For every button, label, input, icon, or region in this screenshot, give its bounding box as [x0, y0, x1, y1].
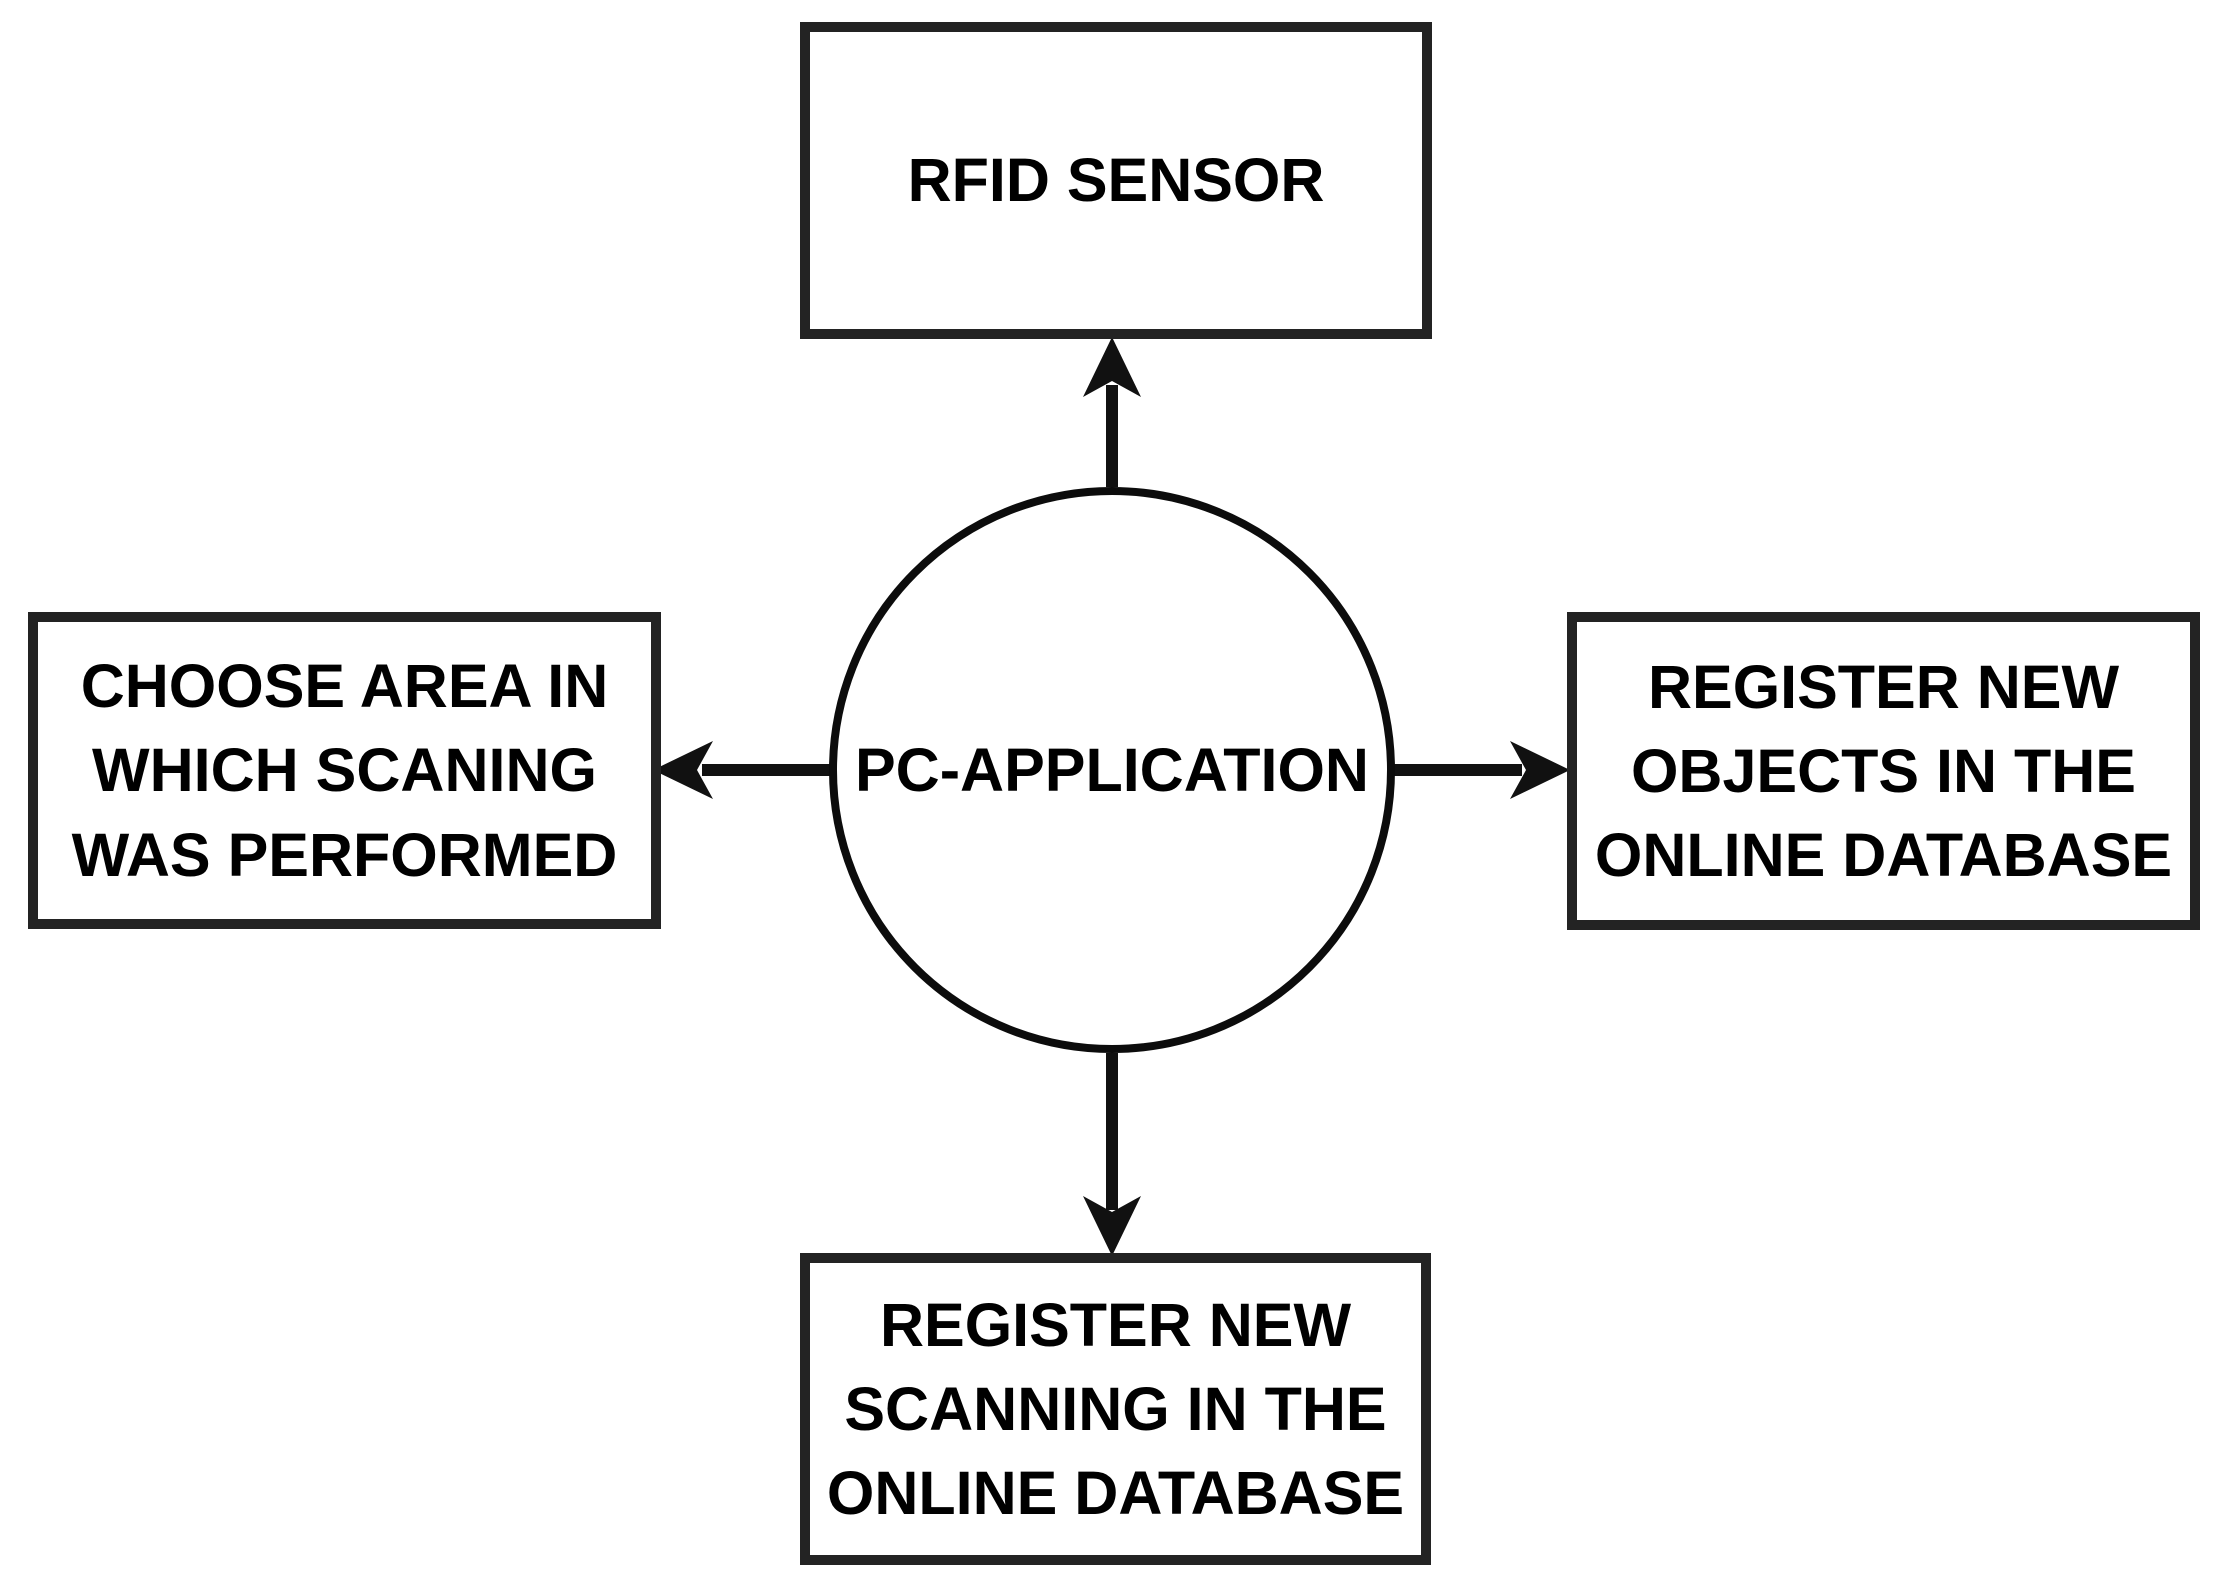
node-rfid-sensor-label: RFID SENSOR: [907, 146, 1325, 215]
node-register-new-scanning: REGISTER NEW SCANNING IN THE ONLINE DATA…: [800, 1253, 1431, 1565]
arrowhead-up-icon: [1083, 337, 1141, 397]
connector-center-to-top: [1083, 337, 1141, 487]
node-rfid-sensor: RFID SENSOR: [800, 22, 1432, 339]
connector-center-to-left: [653, 741, 830, 799]
arrowhead-down-icon: [1083, 1196, 1141, 1256]
node-register-new-objects: REGISTER NEW OBJECTS IN THE ONLINE DATAB…: [1567, 612, 2200, 930]
connector-center-to-bottom: [1083, 1053, 1141, 1256]
node-pc-application-label: PC-APPLICATION: [855, 735, 1369, 804]
arrowhead-right-icon: [1510, 741, 1570, 799]
connector-center-to-right: [1394, 741, 1570, 799]
node-pc-application: PC-APPLICATION: [829, 487, 1395, 1053]
node-choose-area: CHOOSE AREA IN WHICH SCANING WAS PERFORM…: [28, 612, 661, 929]
node-register-new-scanning-label: REGISTER NEW SCANNING IN THE ONLINE DATA…: [826, 1290, 1405, 1528]
node-choose-area-label: CHOOSE AREA IN WHICH SCANING WAS PERFORM…: [71, 652, 618, 889]
arrowhead-left-icon: [653, 741, 713, 799]
node-register-new-objects-label: REGISTER NEW OBJECTS IN THE ONLINE DATAB…: [1594, 652, 2173, 890]
